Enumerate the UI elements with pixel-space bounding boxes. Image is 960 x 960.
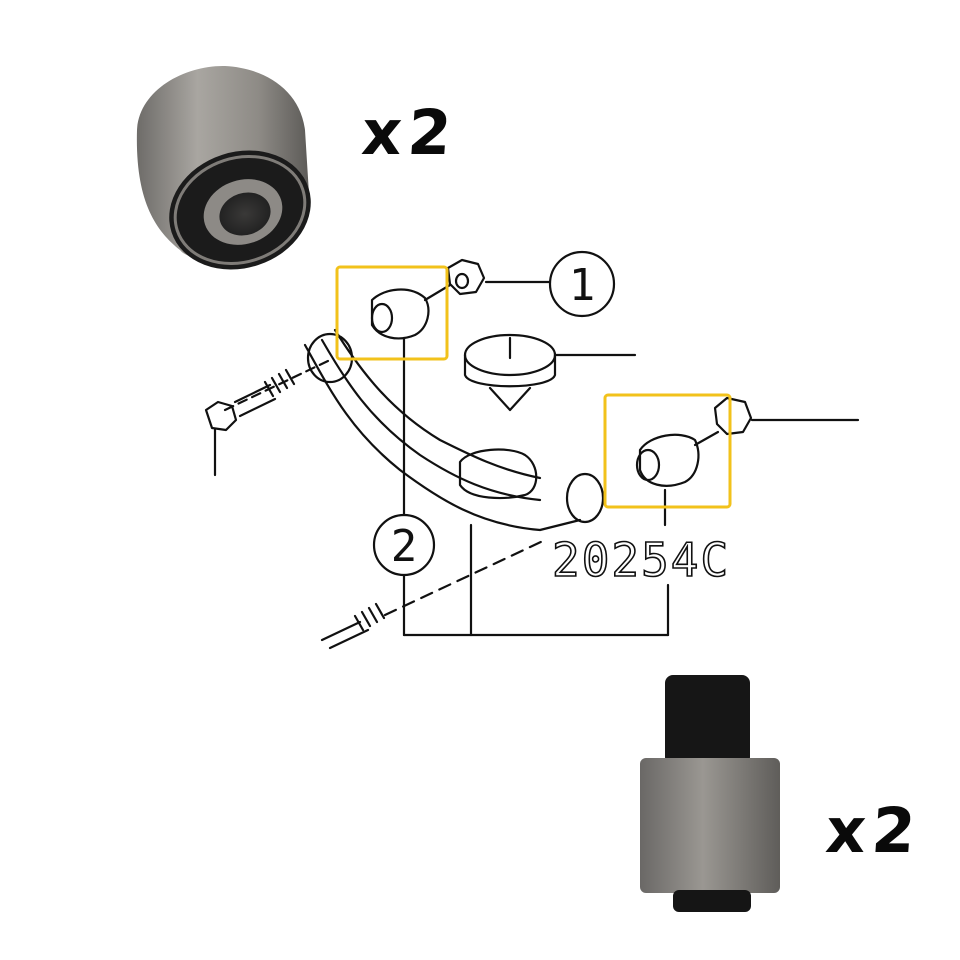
part-code: 20254C	[552, 533, 730, 587]
quantity-label-rear: x2	[823, 794, 924, 867]
bushing-photo-front	[125, 60, 325, 275]
bushing-front-image	[136, 65, 311, 270]
bushing-photo-rear	[635, 670, 785, 920]
bushing-rear-image	[640, 675, 780, 912]
highlight-bushing-2	[603, 393, 732, 509]
highlight-bushing-1	[335, 265, 449, 361]
callout-2-label: 2	[391, 521, 418, 572]
callout-1-label: 1	[569, 260, 596, 311]
